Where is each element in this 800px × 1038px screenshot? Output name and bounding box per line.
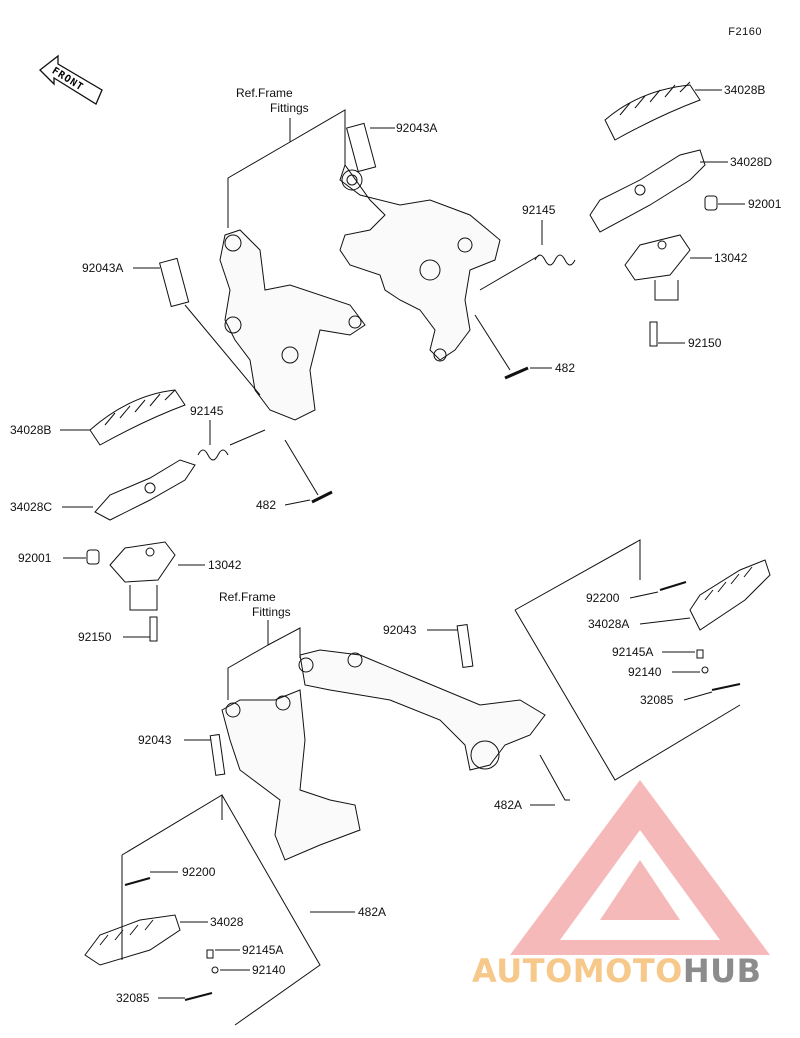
part-label-482a-lower: 482A [358,905,387,919]
watermark-brand: AUTOMOTOHUB [472,952,762,990]
part-label-34028c: 34028C [10,500,53,514]
ref-frame-upper-line1: Ref.Frame [236,86,293,100]
part-label-92001-right: 92001 [748,197,782,211]
part-label-92200-left: 92200 [182,865,216,879]
part-label-34028: 34028 [210,915,244,929]
part-label-34028a: 34028A [588,617,630,631]
part-label-92200-right: 92200 [586,591,620,605]
brand-part-moto: MOTO [572,952,683,990]
part-label-92145a-left: 92145A [242,943,284,957]
part-label-92140-left: 92140 [252,963,286,977]
part-label-482a-mid: 482A [494,798,523,812]
brand-part-hub: HUB [682,952,762,990]
part-label-13042-left: 13042 [208,558,242,572]
part-label-92145-right: 92145 [522,203,556,217]
part-label-92150-left: 92150 [78,630,112,644]
part-label-482-left: 482 [256,498,277,512]
ref-frame-lower-line2: Fittings [252,605,291,619]
part-label-92043a-top: 92043A [396,121,438,135]
watermark-logo-icon [510,780,770,955]
part-label-32085-right: 32085 [640,693,674,707]
part-label-92145-left: 92145 [190,404,224,418]
part-label-92150-right: 92150 [688,336,722,350]
part-label-92001-left: 92001 [18,551,52,565]
part-label-34028d: 34028D [730,155,773,169]
brand-part-auto: AUTO [472,952,573,990]
part-label-92043-left: 92043 [138,733,172,747]
figure-code: F2160 [728,26,762,38]
part-label-92043-mid: 92043 [383,623,417,637]
part-label-92043a-left: 92043A [82,261,124,275]
part-label-92140-right: 92140 [628,665,662,679]
part-label-92145a-right: 92145A [612,645,654,659]
ref-frame-upper-line2: Fittings [270,101,309,115]
ref-frame-lower-line1: Ref.Frame [219,590,276,604]
front-arrow-icon: FRONT [36,52,106,112]
part-label-13042-right: 13042 [714,251,748,265]
part-label-32085-left: 32085 [116,991,150,1005]
part-label-34028b-left: 34028B [10,423,52,437]
part-label-482-right: 482 [555,361,576,375]
part-label-34028b-top: 34028B [724,83,766,97]
